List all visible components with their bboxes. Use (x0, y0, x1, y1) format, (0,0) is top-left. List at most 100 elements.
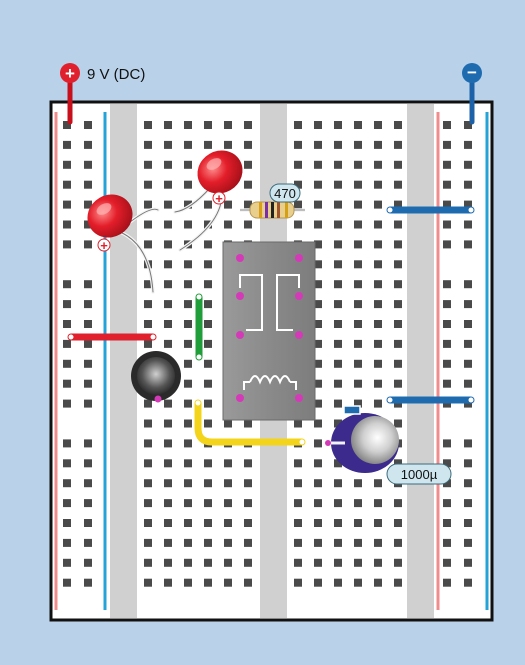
breadboard-hole (354, 260, 362, 268)
breadboard-hole (224, 519, 232, 527)
breadboard-hole (184, 221, 192, 229)
channel-left (110, 104, 137, 618)
breadboard-hole (204, 141, 212, 149)
breadboard-hole (84, 539, 92, 547)
breadboard-hole (204, 240, 212, 248)
breadboard-hole (443, 380, 451, 388)
breadboard-hole (204, 479, 212, 487)
breadboard-hole (374, 300, 382, 308)
breadboard-hole (164, 280, 172, 288)
breadboard-hole (184, 539, 192, 547)
breadboard-hole (394, 380, 402, 388)
breadboard-hole (334, 320, 342, 328)
breadboard-hole (63, 559, 71, 567)
breadboard-hole (224, 121, 232, 129)
breadboard-hole (144, 181, 152, 189)
breadboard-hole (443, 181, 451, 189)
breadboard-hole (184, 320, 192, 328)
breadboard-hole (464, 459, 472, 467)
breadboard-hole (314, 439, 322, 447)
breadboard-hole (374, 161, 382, 169)
breadboard-hole (144, 579, 152, 587)
breadboard-hole (443, 320, 451, 328)
breadboard-hole (144, 519, 152, 527)
breadboard-hole (443, 559, 451, 567)
breadboard-hole (354, 499, 362, 507)
breadboard-hole (144, 221, 152, 229)
breadboard-hole (464, 539, 472, 547)
breadboard-hole (84, 519, 92, 527)
breadboard-hole (144, 459, 152, 467)
supply-label: 9 V (DC) (87, 66, 145, 83)
breadboard-hole (314, 141, 322, 149)
breadboard-hole (164, 459, 172, 467)
capacitor-label: 1000µ (401, 467, 438, 482)
negative-symbol: − (467, 63, 477, 82)
breadboard-hole (144, 121, 152, 129)
breadboard-hole (294, 479, 302, 487)
breadboard-hole (394, 539, 402, 547)
breadboard-hole (294, 141, 302, 149)
breadboard-hole (354, 121, 362, 129)
breadboard-hole (374, 400, 382, 408)
breadboard-hole (443, 280, 451, 288)
breadboard-hole (374, 380, 382, 388)
breadboard-hole (443, 360, 451, 368)
breadboard-hole (184, 579, 192, 587)
breadboard-hole (224, 141, 232, 149)
breadboard-hole (164, 121, 172, 129)
breadboard-hole (164, 340, 172, 348)
breadboard-hole (374, 201, 382, 209)
breadboard-hole (164, 559, 172, 567)
breadboard-hole (63, 320, 71, 328)
breadboard-hole (394, 559, 402, 567)
breadboard-hole (204, 579, 212, 587)
breadboard-hole (394, 121, 402, 129)
breadboard-hole (184, 499, 192, 507)
breadboard-hole (224, 479, 232, 487)
breadboard-hole (354, 539, 362, 547)
breadboard-hole (164, 201, 172, 209)
breadboard-hole (204, 360, 212, 368)
breadboard-hole (464, 439, 472, 447)
breadboard-hole (464, 380, 472, 388)
breadboard-hole (63, 479, 71, 487)
breadboard-hole (204, 380, 212, 388)
breadboard-hole (144, 300, 152, 308)
breadboard-hole (84, 320, 92, 328)
breadboard-hole (374, 141, 382, 149)
breadboard-hole (224, 221, 232, 229)
breadboard-hole (464, 181, 472, 189)
breadboard-hole (164, 499, 172, 507)
breadboard-hole (244, 420, 252, 428)
breadboard-hole (334, 240, 342, 248)
breadboard-hole (354, 320, 362, 328)
breadboard-hole (164, 579, 172, 587)
breadboard-hole (63, 300, 71, 308)
breadboard-hole (464, 519, 472, 527)
breadboard-hole (84, 121, 92, 129)
breadboard-hole (394, 260, 402, 268)
breadboard-hole (84, 579, 92, 587)
breadboard-hole (63, 280, 71, 288)
breadboard-hole (244, 499, 252, 507)
breadboard-hole (244, 579, 252, 587)
breadboard-hole (354, 221, 362, 229)
breadboard-hole (63, 340, 71, 348)
breadboard-hole (394, 141, 402, 149)
breadboard-hole (443, 141, 451, 149)
breadboard-hole (374, 539, 382, 547)
breadboard-hole (394, 240, 402, 248)
breadboard-hole (374, 559, 382, 567)
breadboard-hole (314, 559, 322, 567)
relay (223, 242, 315, 420)
breadboard-hole (144, 340, 152, 348)
breadboard-hole (164, 181, 172, 189)
breadboard-hole (464, 320, 472, 328)
breadboard-hole (84, 280, 92, 288)
breadboard-hole (314, 181, 322, 189)
breadboard-hole (204, 539, 212, 547)
breadboard-hole (63, 380, 71, 388)
breadboard-hole (374, 260, 382, 268)
